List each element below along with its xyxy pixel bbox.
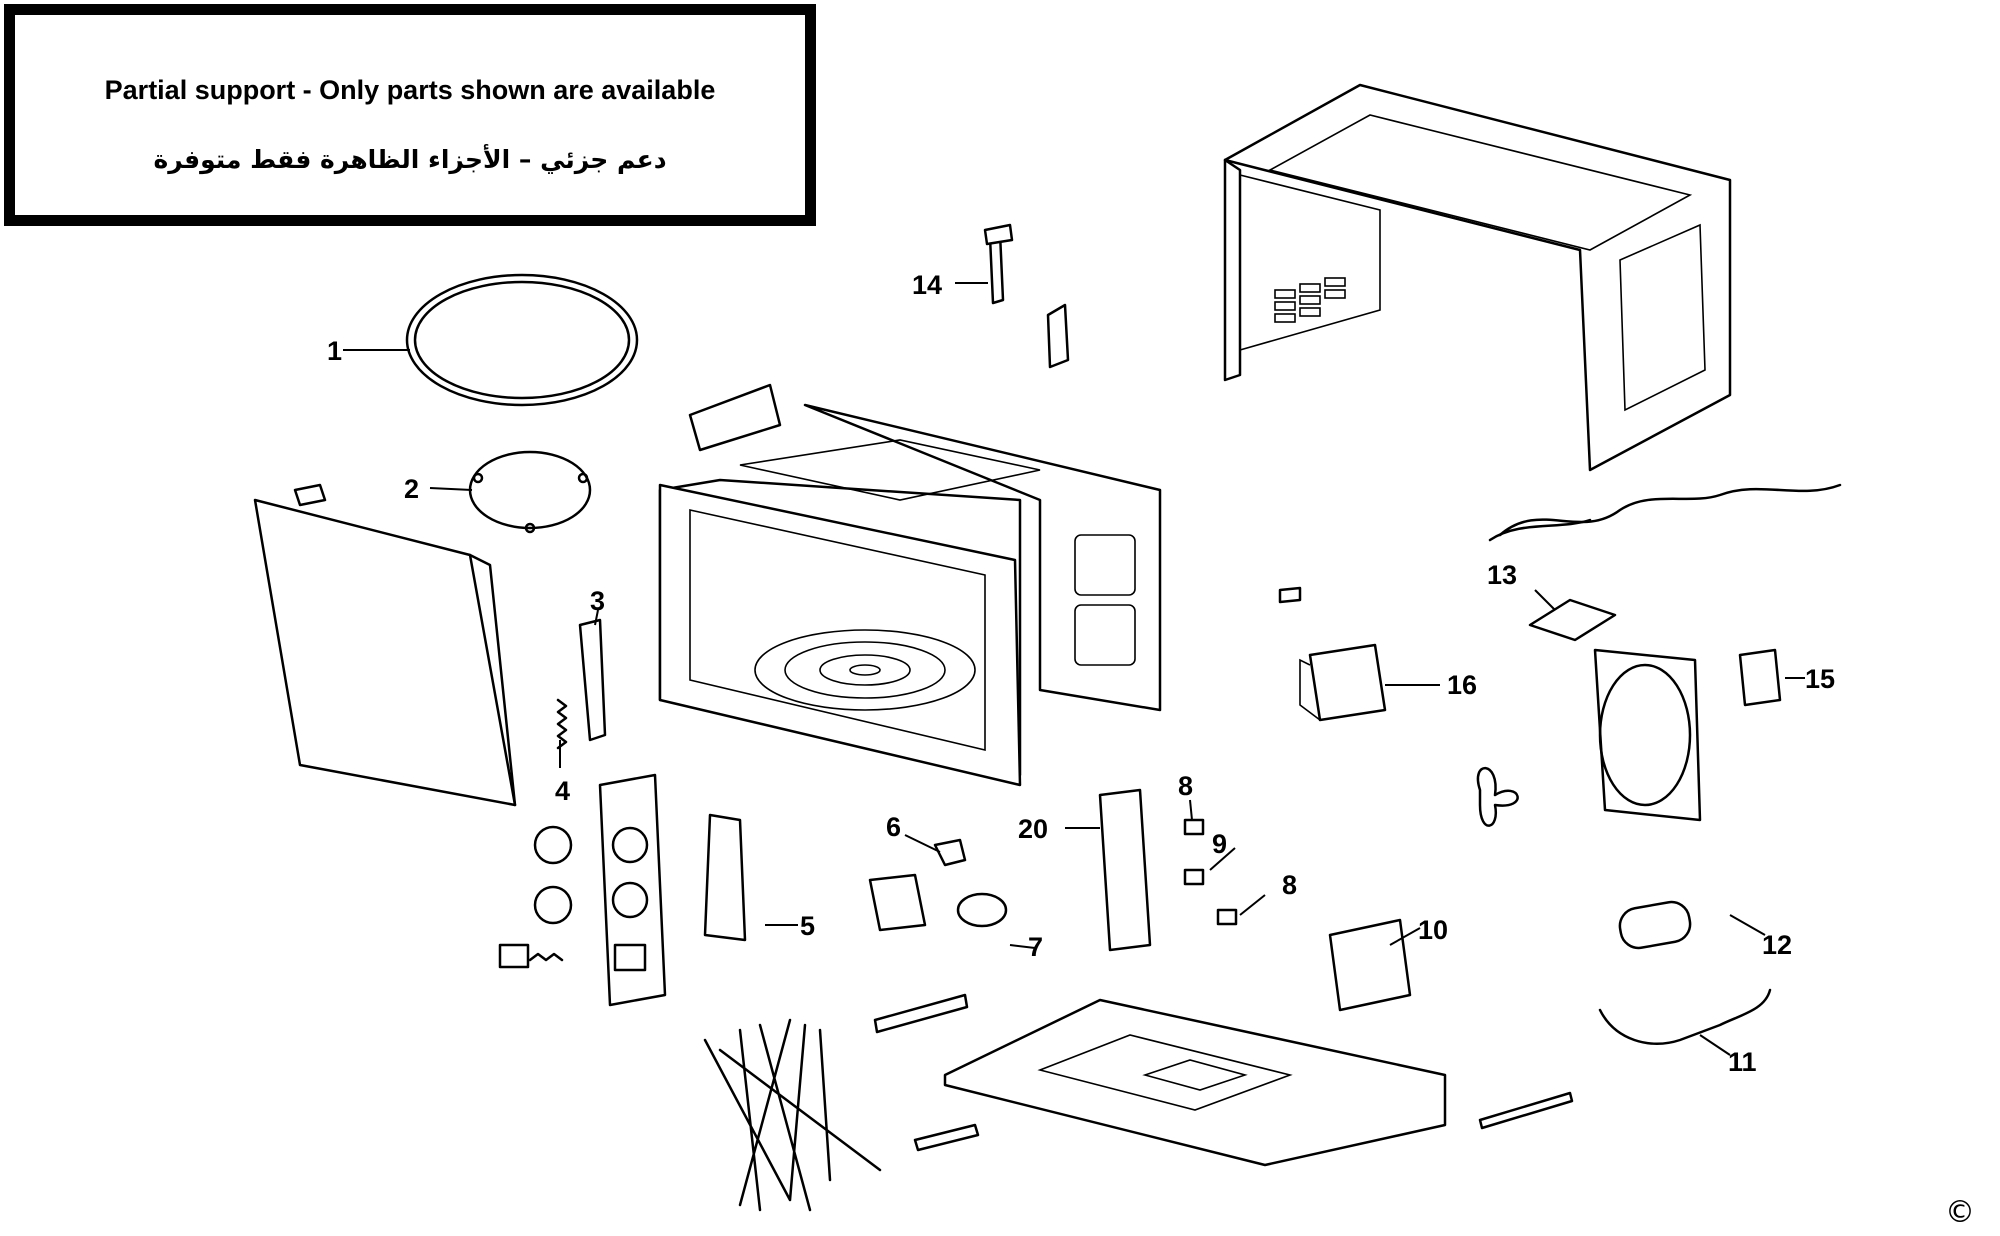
callout-16: 16 (1447, 670, 1477, 700)
fan-blade (1476, 766, 1519, 827)
hinge-bracket (913, 1123, 980, 1152)
callout-3: 3 (590, 586, 605, 616)
control-panel (498, 773, 667, 1007)
fan-bracket (1593, 648, 1702, 822)
mica-plate (688, 383, 782, 452)
wire-harness-upper (1498, 483, 1842, 537)
outer-cabinet (1223, 83, 1732, 472)
wire-bundle (703, 1018, 882, 1212)
callout-8b: 8 (1282, 870, 1297, 900)
part-11-diode (1598, 988, 1772, 1045)
trim-strip-right (1478, 1091, 1574, 1130)
thermostat (1278, 586, 1302, 604)
copyright-mark: © (1945, 1195, 1975, 1230)
part-7-turntable-motor (956, 892, 1008, 928)
callout-20: 20 (1018, 814, 1048, 844)
callout-8a: 8 (1178, 771, 1193, 801)
part-13-board (1528, 598, 1617, 642)
part-12-capacitor (1618, 900, 1692, 950)
callout-11: 11 (1728, 1047, 1757, 1077)
trim-strip-left (873, 993, 969, 1034)
callout-14: 14 (912, 270, 942, 300)
callout-10: 10 (1418, 915, 1448, 945)
callout-15: 15 (1805, 664, 1835, 694)
callout-1: 1 (327, 336, 342, 366)
availability-notice-box: Partial support - Only parts shown are a… (4, 4, 816, 226)
part-3-door-hook (578, 618, 607, 742)
callout-9: 9 (1212, 829, 1227, 859)
part-1-glass-tray (405, 273, 639, 407)
callout-labels: 1 2 3 4 5 6 7 8 9 8 10 11 12 13 14 15 16… (327, 270, 1835, 1077)
notice-arabic-text: دعم جزئي – الأجزاء الظاهرة فقط متوفرة (153, 145, 667, 174)
lamp-bracket (1046, 303, 1070, 369)
part-20-switch-holder (1098, 788, 1152, 952)
callout-12: 12 (1762, 930, 1792, 960)
oven-cavity (658, 403, 1162, 787)
part-16-magnetron (1299, 643, 1387, 722)
notice-english-text: Partial support - Only parts shown are a… (104, 75, 716, 105)
part-8-switch-b (1216, 908, 1238, 926)
callout-6: 6 (886, 812, 901, 842)
base-plate (943, 998, 1447, 1167)
part-9-switch (1183, 868, 1205, 886)
part-10-transformer (1328, 918, 1412, 1012)
door-panel (253, 483, 517, 807)
bracket (868, 873, 927, 932)
part-8-switch-a (1183, 818, 1205, 836)
callout-2: 2 (404, 474, 419, 504)
part-4-spring (556, 698, 568, 750)
part-5-timer (703, 813, 747, 942)
leader-lines (343, 282, 1805, 1056)
callout-5: 5 (800, 911, 815, 941)
callout-13: 13 (1487, 560, 1517, 590)
callout-7: 7 (1028, 932, 1043, 962)
callout-4: 4 (555, 776, 570, 806)
part-2-roller-ring (468, 450, 592, 534)
part-15-fan-motor (1738, 648, 1782, 707)
part-6-coupler (933, 838, 967, 867)
